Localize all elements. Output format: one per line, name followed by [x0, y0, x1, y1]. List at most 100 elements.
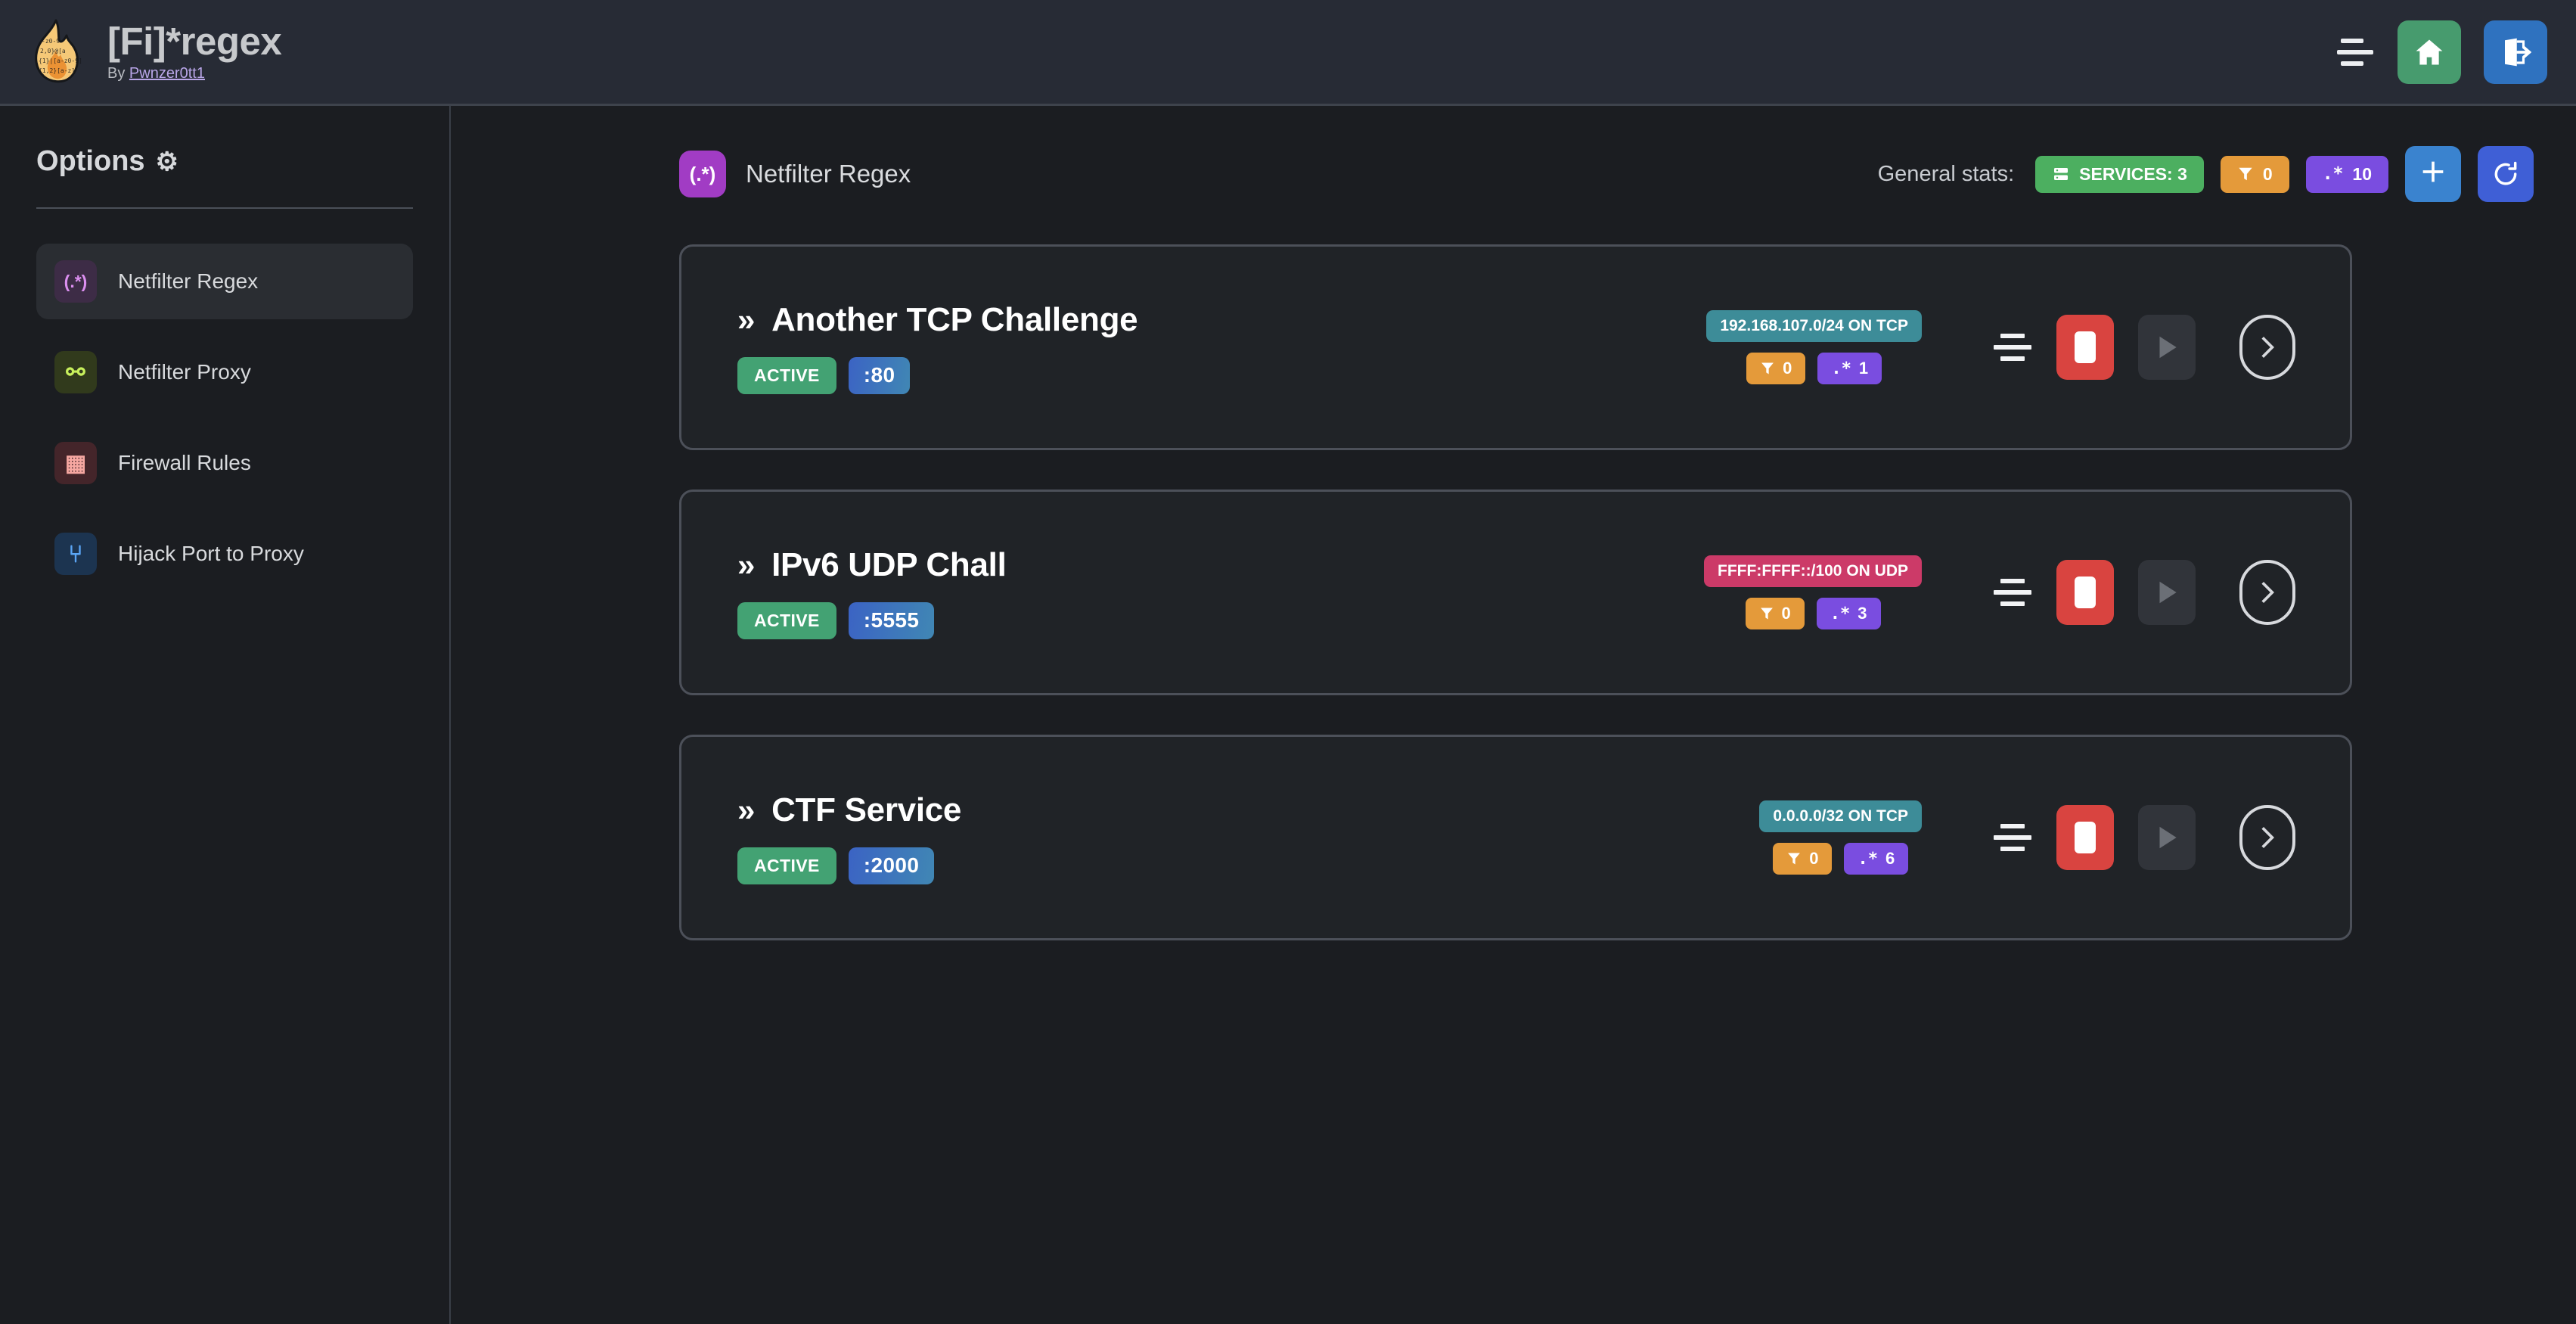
sliders-icon[interactable] — [1993, 573, 2032, 612]
service-card[interactable]: » CTF Service ACTIVE :2000 0.0.0.0/32 ON… — [679, 735, 2352, 940]
service-controls: FFFF:FFFF::/100 ON UDP 0 .* 3 — [1704, 555, 2295, 629]
stop-button[interactable] — [2056, 560, 2114, 625]
brick-wall-icon: ▦ — [54, 442, 97, 484]
sidebar-title: Options ⚙ — [36, 145, 413, 178]
service-action-group — [1993, 315, 2295, 380]
sidebar-item-netfilter-proxy[interactable]: ⚯ Netfilter Proxy — [36, 334, 413, 410]
stop-icon — [2075, 331, 2096, 363]
service-counters: 0 .* 1 — [1746, 353, 1882, 384]
double-chevron-icon: » — [737, 546, 756, 583]
sidebar-item-netfilter-regex[interactable]: (.*) Netfilter Regex — [36, 244, 413, 319]
sidebar-nav: (.*) Netfilter Regex ⚯ Netfilter Proxy ▦… — [36, 244, 413, 592]
general-stats-label: General stats: — [1877, 161, 2015, 186]
play-icon — [2159, 581, 2177, 604]
filters-count-text: 0 — [1781, 604, 1791, 623]
regex-icon: .* — [1831, 359, 1851, 378]
start-button[interactable] — [2138, 315, 2196, 380]
regex-icon: (.*) — [54, 260, 97, 303]
sidebar-divider — [36, 207, 413, 209]
sidebar-title-text: Options — [36, 145, 145, 177]
service-controls: 192.168.107.0/24 ON TCP 0 .* 1 — [1706, 310, 2295, 384]
hamburger-icon[interactable] — [2335, 36, 2375, 69]
filters-badge: 0 — [1746, 353, 1806, 384]
port-badge: :2000 — [848, 847, 935, 884]
double-chevron-icon: » — [737, 791, 756, 828]
regex-icon: (.*) — [679, 151, 726, 197]
service-tags: ACTIVE :2000 — [737, 847, 961, 884]
port-badge: :80 — [848, 356, 911, 394]
author-link[interactable]: Pwnzer0tt1 — [129, 64, 205, 82]
home-button[interactable] — [2398, 20, 2461, 84]
regex-count-text: 10 — [2352, 163, 2372, 184]
service-network-info: 0.0.0.0/32 ON TCP 0 .* 6 — [1759, 800, 1922, 875]
general-stats: General stats: SERVICES: 3 0 .* 10 — [1878, 146, 2534, 202]
server-icon — [2054, 168, 2069, 180]
stop-icon — [2075, 822, 2096, 853]
gear-icon: ⚙ — [155, 147, 179, 176]
service-info: » CTF Service ACTIVE :2000 — [737, 791, 961, 884]
start-button[interactable] — [2138, 560, 2196, 625]
network-badge: 0.0.0.0/32 ON TCP — [1759, 800, 1922, 832]
regex-icon: .* — [2322, 164, 2344, 184]
svg-text:-z0-9: -z0-9 — [42, 38, 60, 45]
add-service-button[interactable] — [2405, 146, 2461, 202]
filters-count-text: 0 — [2262, 163, 2273, 184]
chevron-right-icon — [2261, 827, 2274, 848]
stop-button[interactable] — [2056, 805, 2114, 870]
filters-count-text: 0 — [1809, 849, 1819, 868]
refresh-button[interactable] — [2478, 146, 2534, 202]
flame-logo-icon: -z0-9 2,0}@[a {1}|[a-z0-9] {1,2}[a-z] — [26, 19, 85, 85]
filters-count-text: 0 — [1783, 359, 1792, 378]
port-badge: :5555 — [848, 601, 935, 639]
service-details-button[interactable] — [2239, 805, 2295, 870]
service-list: » Another TCP Challenge ACTIVE :80 192.1… — [452, 244, 2576, 940]
sidebar-item-label: Hijack Port to Proxy — [118, 542, 304, 565]
svg-text:{1}|[a-z0-9]: {1}|[a-z0-9] — [39, 57, 82, 64]
logout-button[interactable] — [2484, 20, 2547, 84]
sidebar-item-hijack-port-to-proxy[interactable]: ⑂ Hijack Port to Proxy — [36, 516, 413, 592]
page-title: Netfilter Regex — [746, 160, 911, 188]
sidebar-item-label: Netfilter Regex — [118, 269, 259, 293]
service-details-button[interactable] — [2239, 315, 2295, 380]
service-network-info: 192.168.107.0/24 ON TCP 0 .* 1 — [1706, 310, 1922, 384]
service-action-group — [1993, 805, 2295, 870]
sliders-icon[interactable] — [1993, 328, 2032, 367]
svg-text:{1,2}[a-z]: {1,2}[a-z] — [39, 67, 75, 74]
funnel-icon — [2239, 167, 2252, 181]
start-button[interactable] — [2138, 805, 2196, 870]
sidebar-item-firewall-rules[interactable]: ▦ Firewall Rules — [36, 425, 413, 501]
service-network-info: FFFF:FFFF::/100 ON UDP 0 .* 3 — [1704, 555, 1922, 629]
status-badge-regexes: .* 10 — [2305, 155, 2388, 193]
plus-icon — [2422, 161, 2444, 182]
service-card[interactable]: » IPv6 UDP Chall ACTIVE :5555 FFFF:FFFF:… — [679, 490, 2352, 695]
proxy-icon: ⚯ — [54, 351, 97, 393]
status-badge: ACTIVE — [737, 356, 836, 394]
service-title: » Another TCP Challenge — [737, 301, 1138, 339]
regex-count-text: 3 — [1858, 604, 1867, 623]
regexes-badge: .* 3 — [1816, 598, 1881, 629]
sliders-icon[interactable] — [1993, 818, 2032, 857]
stop-button[interactable] — [2056, 315, 2114, 380]
chevron-right-icon — [2261, 337, 2274, 358]
service-controls: 0.0.0.0/32 ON TCP 0 .* 6 — [1759, 800, 2295, 875]
fork-arrow-icon: ⑂ — [54, 533, 97, 575]
service-card[interactable]: » Another TCP Challenge ACTIVE :80 192.1… — [679, 244, 2352, 450]
chevron-right-icon — [2261, 582, 2274, 603]
svg-text:2,0}@[a: 2,0}@[a — [40, 48, 66, 54]
play-icon — [2159, 336, 2177, 359]
services-count-text: SERVICES: 3 — [2079, 163, 2187, 184]
service-details-button[interactable] — [2239, 560, 2295, 625]
app-title: [Fi]*regex — [107, 20, 282, 64]
service-title: » IPv6 UDP Chall — [737, 546, 1007, 584]
service-info: » Another TCP Challenge ACTIVE :80 — [737, 301, 1138, 394]
play-icon — [2159, 826, 2177, 849]
regex-count-text: 6 — [1885, 849, 1895, 868]
main-header: (.*) Netfilter Regex General stats: SERV… — [452, 106, 2576, 202]
service-tags: ACTIVE :80 — [737, 356, 1137, 394]
regex-count-text: 1 — [1858, 359, 1869, 378]
by-prefix: By — [107, 64, 129, 82]
service-title: » CTF Service — [737, 791, 961, 829]
status-badge: ACTIVE — [737, 847, 836, 884]
funnel-icon — [1760, 608, 1773, 620]
service-tags: ACTIVE :5555 — [737, 601, 1007, 639]
